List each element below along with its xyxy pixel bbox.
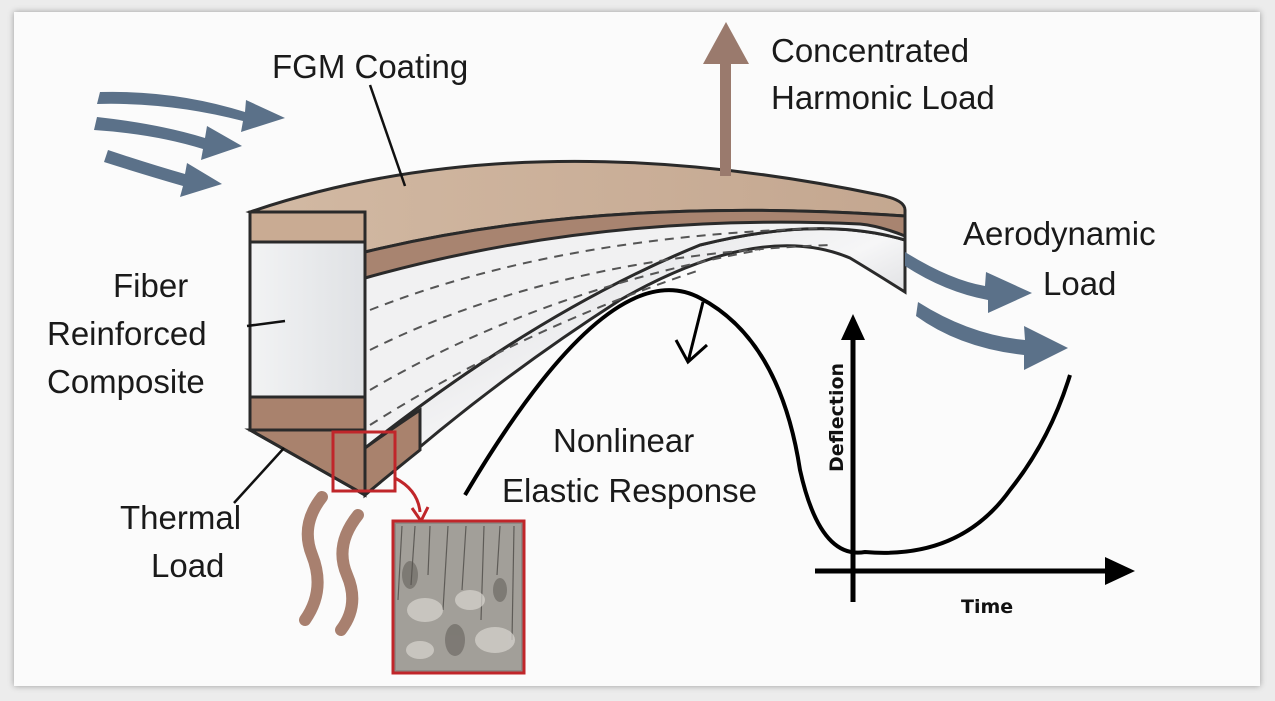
label-harmonic-load: Harmonic Load [771, 79, 995, 116]
label-aerodynamic: Aerodynamic [963, 215, 1156, 252]
label-concentrated: Concentrated [771, 32, 969, 69]
wind-arrow-icon-right [905, 252, 1068, 370]
up-arrow-icon [703, 22, 749, 176]
x-axis-label: Time [961, 596, 1013, 618]
fiber-lines [369, 227, 831, 426]
highlight-box [331, 430, 397, 493]
response-axes [815, 314, 1135, 602]
micrograph-inset [391, 519, 526, 675]
fgm-coating-side [363, 208, 907, 280]
y-axis-label: Deflection [826, 363, 848, 472]
label-aero-load: Load [1043, 265, 1116, 302]
beam-front-face [244, 210, 367, 498]
label-thermal: Thermal [120, 499, 241, 536]
label-fiber: Fiber [113, 267, 188, 304]
wind-arrow-icon [94, 91, 285, 197]
bottom-coating-edge [363, 407, 422, 499]
nonlinear-response-curve [463, 288, 1072, 555]
curve-direction-arrow [674, 301, 709, 365]
label-fgm-coating: FGM Coating [272, 48, 468, 85]
leader-lines [233, 84, 407, 504]
label-reinforced: Reinforced [47, 315, 207, 352]
callout-arrow [394, 476, 422, 513]
label-thermal-load: Load [151, 547, 224, 584]
label-elastic-response: Elastic Response [502, 472, 757, 509]
label-composite: Composite [47, 363, 205, 400]
label-nonlinear: Nonlinear [553, 422, 694, 459]
heat-wave-icon [299, 491, 364, 636]
